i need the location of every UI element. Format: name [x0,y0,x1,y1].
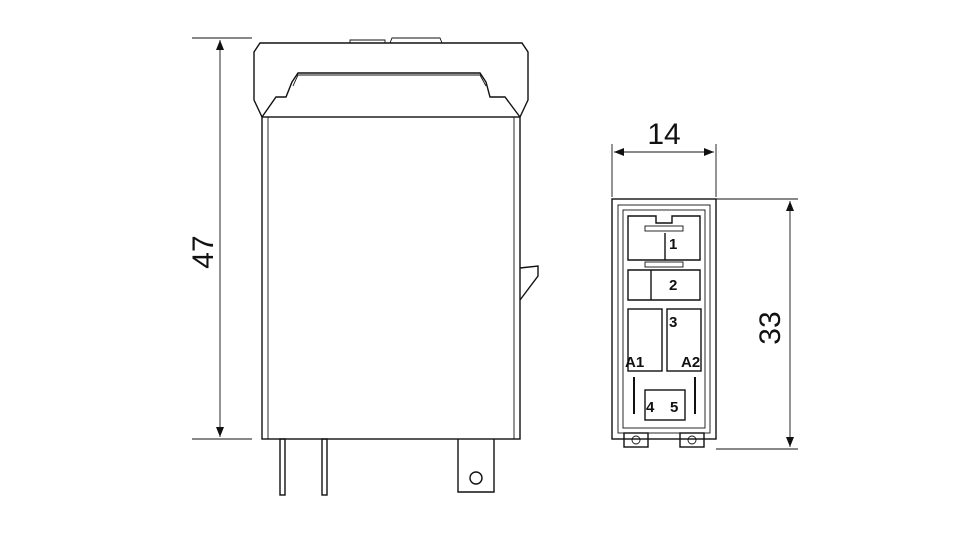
terminal-slot-1 [627,215,701,261]
terminal-label-4: 4 [646,399,655,416]
terminal-label-2: 2 [669,277,677,294]
terminal-label-5: 5 [670,399,678,416]
front-view-housing [611,198,717,440]
side-view-cap [253,42,529,118]
terminal-label-a1: A1 [625,354,644,371]
terminal-slot-4-5 [644,389,686,421]
dimension-14: 14 [611,118,717,197]
terminal-label-1: 1 [669,236,677,253]
front-view-feet [623,432,705,448]
dimension-33: 33 [716,198,798,450]
dimension-33-label: 33 [754,311,787,344]
terminal-slot-2 [627,269,701,301]
side-view-body [261,116,521,440]
terminal-slot-a2 [666,308,702,372]
front-view: 14 1 2 3 A1 A2 4 5 [611,118,798,450]
terminal-label-a2: A2 [681,354,700,371]
side-view-pins [279,438,495,496]
terminal-label-3: 3 [669,314,677,331]
terminal-slot-a1 [627,308,663,372]
dimension-47-label: 47 [187,235,220,268]
side-view: 47 [187,37,539,496]
dimension-47: 47 [187,37,252,440]
side-view-latch [519,265,539,301]
dimension-14-label: 14 [647,118,680,151]
